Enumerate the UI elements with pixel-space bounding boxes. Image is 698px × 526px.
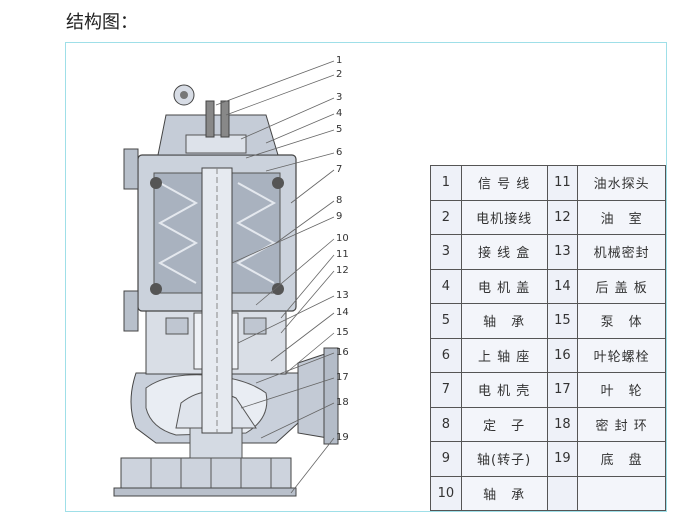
part-number: 15: [546, 303, 579, 339]
part-number: 7: [430, 372, 462, 408]
part-number: 11: [546, 165, 579, 201]
part-number: [546, 475, 579, 511]
table-row: 8 定 子 18 密 封 环: [430, 406, 666, 442]
callout-11: 11: [336, 249, 349, 260]
leader-lines: [215, 60, 335, 494]
callout-16: 16: [336, 347, 349, 358]
table-row: 3 接 线 盒 13 机械密封: [430, 234, 666, 270]
callout-15: 15: [336, 327, 349, 338]
callout-19: 19: [336, 432, 349, 443]
page-title: 结构图：: [66, 12, 138, 33]
part-number: 16: [546, 337, 579, 373]
callout-4: 4: [336, 108, 342, 119]
table-row: 10 轴 承: [430, 475, 666, 511]
part-number: 17: [546, 372, 579, 408]
part-name: 定 子: [460, 406, 548, 442]
part-number: 14: [546, 268, 579, 304]
callout-7: 7: [336, 164, 342, 175]
part-name: 轴 承: [460, 303, 548, 339]
table-row: 9 轴(转子) 19 底 盘: [430, 441, 666, 477]
part-number: 4: [430, 268, 462, 304]
part-name: 上 轴 座: [460, 337, 548, 373]
part-number: 2: [430, 199, 462, 235]
callout-9: 9: [336, 211, 342, 222]
part-number: 12: [546, 199, 579, 235]
table-row: 2 电机接线 12 油 室: [430, 199, 666, 235]
part-number: 5: [430, 303, 462, 339]
callout-5: 5: [336, 124, 342, 135]
pump-cross-section-diagram: 1 2 3 4 5 6 7 8 9 10 11 12 13 14 15 16 1…: [113, 55, 349, 497]
parts-legend-table: 1 信 号 线 11 油水探头 2 电机接线 12 油 室 3 接 线 盒 13…: [430, 165, 666, 511]
shaft: [201, 167, 233, 434]
callout-18: 18: [336, 397, 349, 408]
callout-2: 2: [336, 69, 342, 80]
callout-17: 17: [336, 372, 349, 383]
callout-13: 13: [336, 290, 349, 301]
part-name: [577, 475, 666, 511]
part-name: 轴 承: [460, 475, 548, 511]
table-row: 7 电 机 壳 17 叶 轮: [430, 372, 666, 408]
part-name: 油 室: [577, 199, 666, 235]
callout-labels: 1 2 3 4 5 6 7 8 9 10 11 12 13 14 15 16 1…: [336, 55, 349, 443]
callout-8: 8: [336, 195, 342, 206]
part-name: 轴(转子): [460, 441, 548, 477]
base-plate: [113, 457, 297, 497]
part-number: 19: [546, 441, 579, 477]
callout-12: 12: [336, 265, 349, 276]
part-number: 18: [546, 406, 579, 442]
part-name: 叶 轮: [577, 372, 666, 408]
part-name: 信 号 线: [460, 165, 548, 201]
part-number: 13: [546, 234, 579, 270]
part-number: 8: [430, 406, 462, 442]
motor-cover: [157, 84, 279, 156]
table-row: 5 轴 承 15 泵 体: [430, 303, 666, 339]
part-name: 电 机 盖: [460, 268, 548, 304]
callout-3: 3: [336, 92, 342, 103]
table-row: 4 电 机 盖 14 后 盖 板: [430, 268, 666, 304]
table-row: 1 信 号 线 11 油水探头: [430, 165, 666, 201]
part-name: 机械密封: [577, 234, 666, 270]
part-number: 9: [430, 441, 462, 477]
part-name: 接 线 盒: [460, 234, 548, 270]
part-number: 6: [430, 337, 462, 373]
part-number: 1: [430, 165, 462, 201]
part-name: 电机接线: [460, 199, 548, 235]
part-name: 后 盖 板: [577, 268, 666, 304]
part-name: 电 机 壳: [460, 372, 548, 408]
callout-10: 10: [336, 233, 349, 244]
callout-14: 14: [336, 307, 349, 318]
part-name: 叶轮螺栓: [577, 337, 666, 373]
part-name: 密 封 环: [577, 406, 666, 442]
part-number: 10: [430, 475, 462, 511]
callout-6: 6: [336, 147, 342, 158]
part-name: 油水探头: [577, 165, 666, 201]
callout-1: 1: [336, 55, 342, 66]
part-number: 3: [430, 234, 462, 270]
part-name: 底 盘: [577, 441, 666, 477]
part-name: 泵 体: [577, 303, 666, 339]
table-row: 6 上 轴 座 16 叶轮螺栓: [430, 337, 666, 373]
